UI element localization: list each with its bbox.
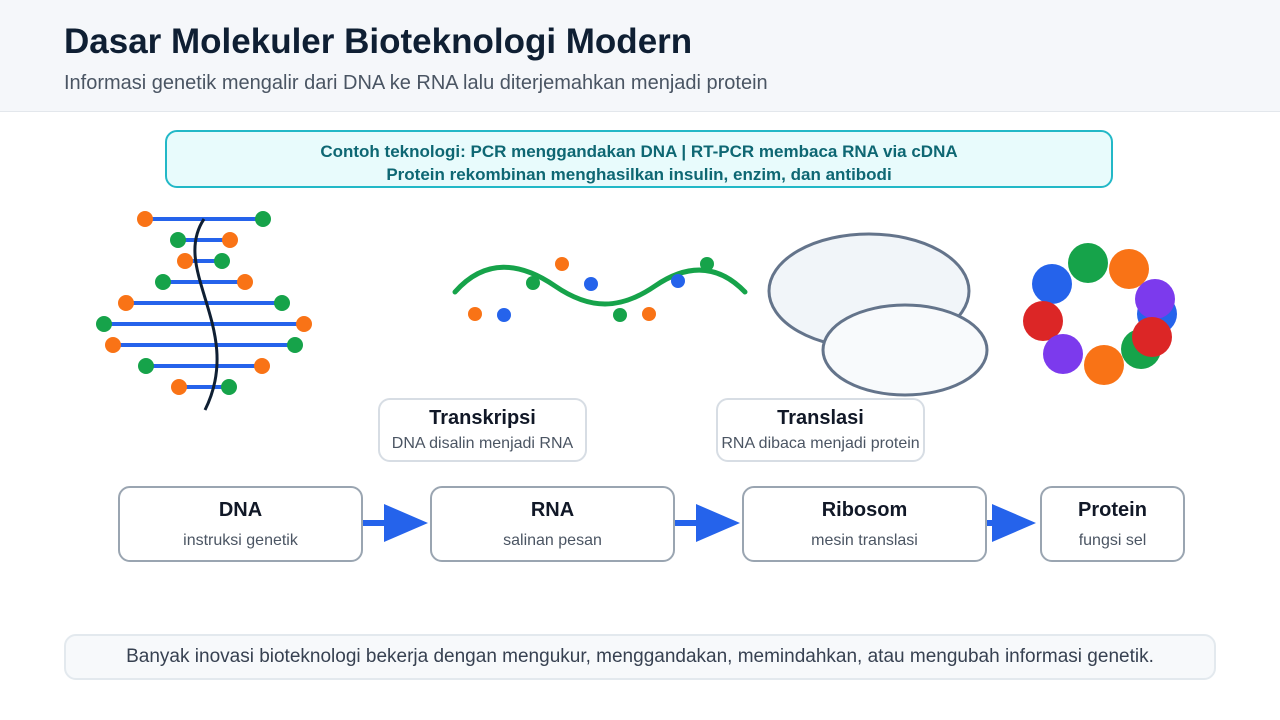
footer-note: Banyak inovasi bioteknologi bekerja deng… (64, 634, 1216, 680)
technology-examples-line-2: Protein rekombinan menghasilkan insulin,… (386, 165, 892, 184)
flow-node-title: Protein (1078, 499, 1147, 521)
flow-node-desc: salinan pesan (503, 532, 602, 549)
transcription-desc: DNA disalin menjadi RNA (391, 435, 574, 452)
header: Dasar Molekuler Bioteknologi Modern Info… (0, 0, 1280, 112)
flow-node-desc: fungsi sel (1078, 532, 1147, 549)
translation-title: Translasi (777, 407, 864, 429)
flow-arrow-dna-rna (363, 504, 428, 542)
flow-node-title: DNA (218, 499, 263, 521)
flow-arrow-rna-ribosome (675, 504, 740, 542)
flow-node-desc: instruksi genetik (183, 532, 298, 549)
flow-node-protein: Protein fungsi sel (1040, 486, 1185, 562)
page-title: Dasar Molekuler Bioteknologi Modern (64, 22, 693, 61)
dna-backbone-strand (193, 218, 219, 411)
rna-strand-icon (452, 257, 748, 322)
flow-node-ribosome: Ribosom mesin translasi (742, 486, 987, 562)
flow-node-dna: DNA instruksi genetik (118, 486, 363, 562)
flow-node-rna: RNA salinan pesan (430, 486, 675, 562)
dna-helix-icon (96, 211, 312, 411)
translation-desc: RNA dibaca menjadi protein (721, 435, 920, 452)
flow-arrow-ribosome-protein (987, 504, 1036, 542)
dna-base-pairs (96, 211, 312, 395)
flow-node-desc: mesin translasi (811, 532, 918, 549)
technology-examples-box: Contoh teknologi: PCR menggandakan DNA |… (165, 130, 1113, 188)
protein-icon (1023, 243, 1177, 385)
page-subtitle: Informasi genetik mengalir dari DNA ke R… (64, 72, 768, 94)
ribosome-icon (767, 232, 989, 397)
flow-node-title: Ribosom (821, 499, 908, 521)
transcription-label: Transkripsi DNA disalin menjadi RNA (378, 398, 587, 462)
translation-label: Translasi RNA dibaca menjadi protein (716, 398, 925, 462)
technology-examples-line-1: Contoh teknologi: PCR menggandakan DNA |… (320, 142, 958, 161)
flow-node-title: RNA (530, 499, 575, 521)
transcription-title: Transkripsi (429, 407, 536, 429)
